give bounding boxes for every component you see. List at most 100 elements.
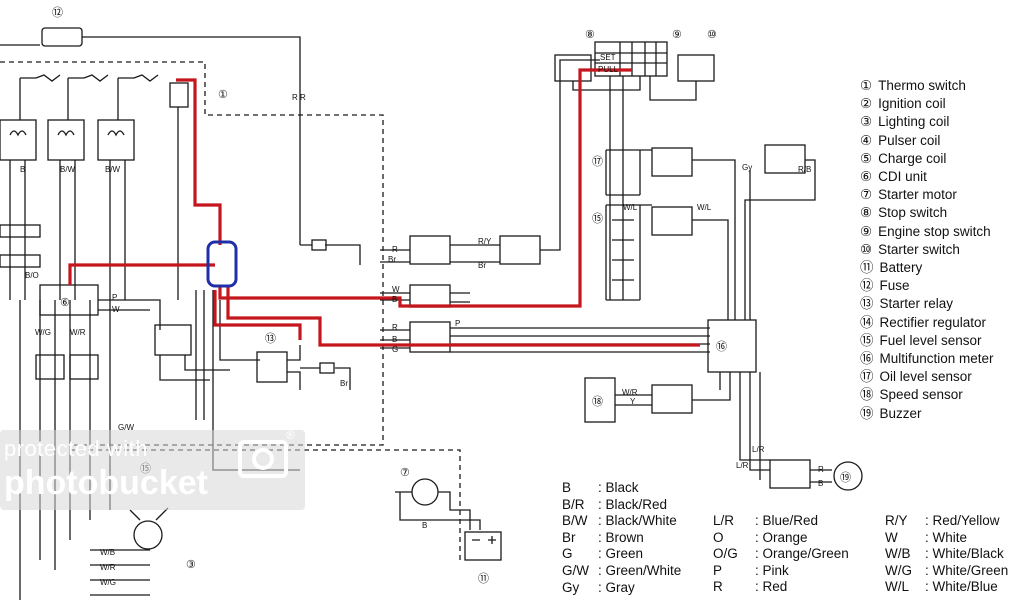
legend-name: Stop switch: [878, 205, 948, 221]
color-name: : Red: [755, 579, 788, 595]
legend-name: Battery: [879, 260, 923, 276]
legend-name: Thermo switch: [878, 78, 966, 93]
legend-number: ⑪: [860, 260, 874, 276]
color-code-item: O : Orange: [713, 530, 849, 547]
legend-item: ⑪ Battery: [860, 259, 994, 277]
legend-number: ⑰: [860, 369, 874, 385]
legend-name: Charge coil: [878, 150, 947, 166]
legend-name: Fuel level sensor: [879, 332, 982, 348]
color-name: : Orange: [755, 529, 808, 545]
wire-r3: R: [818, 465, 824, 474]
color-code-item: G/W: Green/White: [562, 563, 681, 580]
watermark-line2: photobucket: [4, 464, 208, 502]
wire-wg2: W/G: [100, 578, 116, 587]
color-name: : Black/White: [598, 513, 677, 529]
label-1: ①: [218, 89, 228, 101]
starter-relay: [256, 351, 288, 383]
watermark-line1: protected with: [4, 436, 148, 461]
legend-name: Speed sensor: [879, 387, 963, 403]
legend-item: ⑱ Speed sensor: [860, 386, 994, 404]
color-name: : White/Green: [925, 562, 1009, 578]
starter-motor: [411, 478, 439, 506]
legend-number: ⑧: [860, 205, 873, 221]
color-code: Gy: [562, 579, 580, 595]
legend-number: ⑦: [860, 187, 873, 203]
camera-icon: [238, 440, 288, 478]
legend-name: Oil level sensor: [879, 369, 972, 385]
color-code: O: [713, 529, 724, 545]
label-7: ⑦: [400, 467, 410, 479]
legend-number: ⑱: [860, 387, 874, 403]
wire-bw2: B/W: [105, 165, 121, 174]
highlighted-wires: [68, 68, 700, 347]
wire-lb: L/R: [736, 461, 749, 470]
speed-sensor: [584, 377, 616, 423]
wire-b1: B: [20, 165, 25, 174]
wire-b5: B: [422, 521, 427, 530]
engine-stop-starter-switch: [594, 41, 668, 77]
color-code-item: B/W : Black/White: [562, 513, 681, 530]
wire-rw: W/R: [622, 388, 638, 397]
color-code: G: [562, 546, 573, 562]
wire-bw1: B/W: [60, 165, 76, 174]
color-code: G/W: [562, 562, 589, 578]
legend-number: ⑬: [860, 296, 874, 312]
legend-name: Starter switch: [878, 241, 960, 257]
color-code-item: W/L: White/Blue: [885, 579, 1008, 596]
color-code: W: [885, 529, 898, 545]
engine-boundary: [0, 61, 384, 446]
wire-wr2: W/R: [100, 563, 116, 572]
wire-br3: Br: [340, 379, 348, 388]
thermo-switch: [169, 82, 189, 108]
wire-br1: Br: [388, 255, 396, 264]
legend-item: ⑰ Oil level sensor: [860, 368, 994, 386]
legend-name: Pulser coil: [878, 132, 941, 148]
legend-name: Buzzer: [879, 405, 922, 421]
color-code-item: O/G: Orange/Green: [713, 546, 849, 563]
wire-p2: P: [455, 319, 460, 328]
label-8: ⑧: [585, 29, 595, 41]
photobucket-watermark: protected with photobucket ®: [0, 428, 305, 510]
wire-wr: W/R: [70, 328, 86, 337]
color-code: B/W: [562, 513, 588, 529]
color-code: L/R: [713, 513, 735, 528]
label-3: ③: [186, 559, 196, 571]
wire-ry: R/Y: [478, 237, 492, 246]
wire-lr: L/R: [752, 445, 765, 454]
relay-box-4: [409, 321, 451, 353]
label-10: ⑩: [707, 29, 717, 41]
color-code: B/R: [562, 496, 585, 512]
label-15b: ⑮: [592, 212, 603, 225]
color-code: O/G: [713, 546, 738, 562]
legend-number: ⑫: [860, 278, 874, 294]
legend-number: ⑨: [860, 223, 873, 239]
color-code: W/B: [885, 546, 911, 562]
relay-box-1: [409, 235, 451, 265]
legend-item: ⑧ Stop switch: [860, 204, 994, 222]
wire-gw: G/W: [118, 423, 134, 432]
color-name: : Red/Yellow: [925, 513, 1000, 528]
legend-number: ③: [860, 114, 873, 130]
legend-item: ④ Pulser coil: [860, 132, 994, 150]
wire-wg: W/G: [35, 328, 51, 337]
legend-number: ⑥: [860, 169, 873, 185]
color-code: R/Y: [885, 513, 908, 528]
legend-number: ④: [860, 132, 873, 148]
color-code-item: Br: Brown: [562, 530, 681, 547]
color-name: : Blue/Red: [755, 513, 819, 528]
legend-number: ②: [860, 96, 873, 112]
speed-relay: [651, 384, 693, 414]
registered-mark: ®: [286, 428, 295, 442]
color-code-item: B/R : Black/Red: [562, 497, 681, 514]
lighting-coil: [133, 520, 163, 550]
highlight-box: [206, 240, 238, 288]
color-name: : Black/Red: [598, 496, 668, 512]
